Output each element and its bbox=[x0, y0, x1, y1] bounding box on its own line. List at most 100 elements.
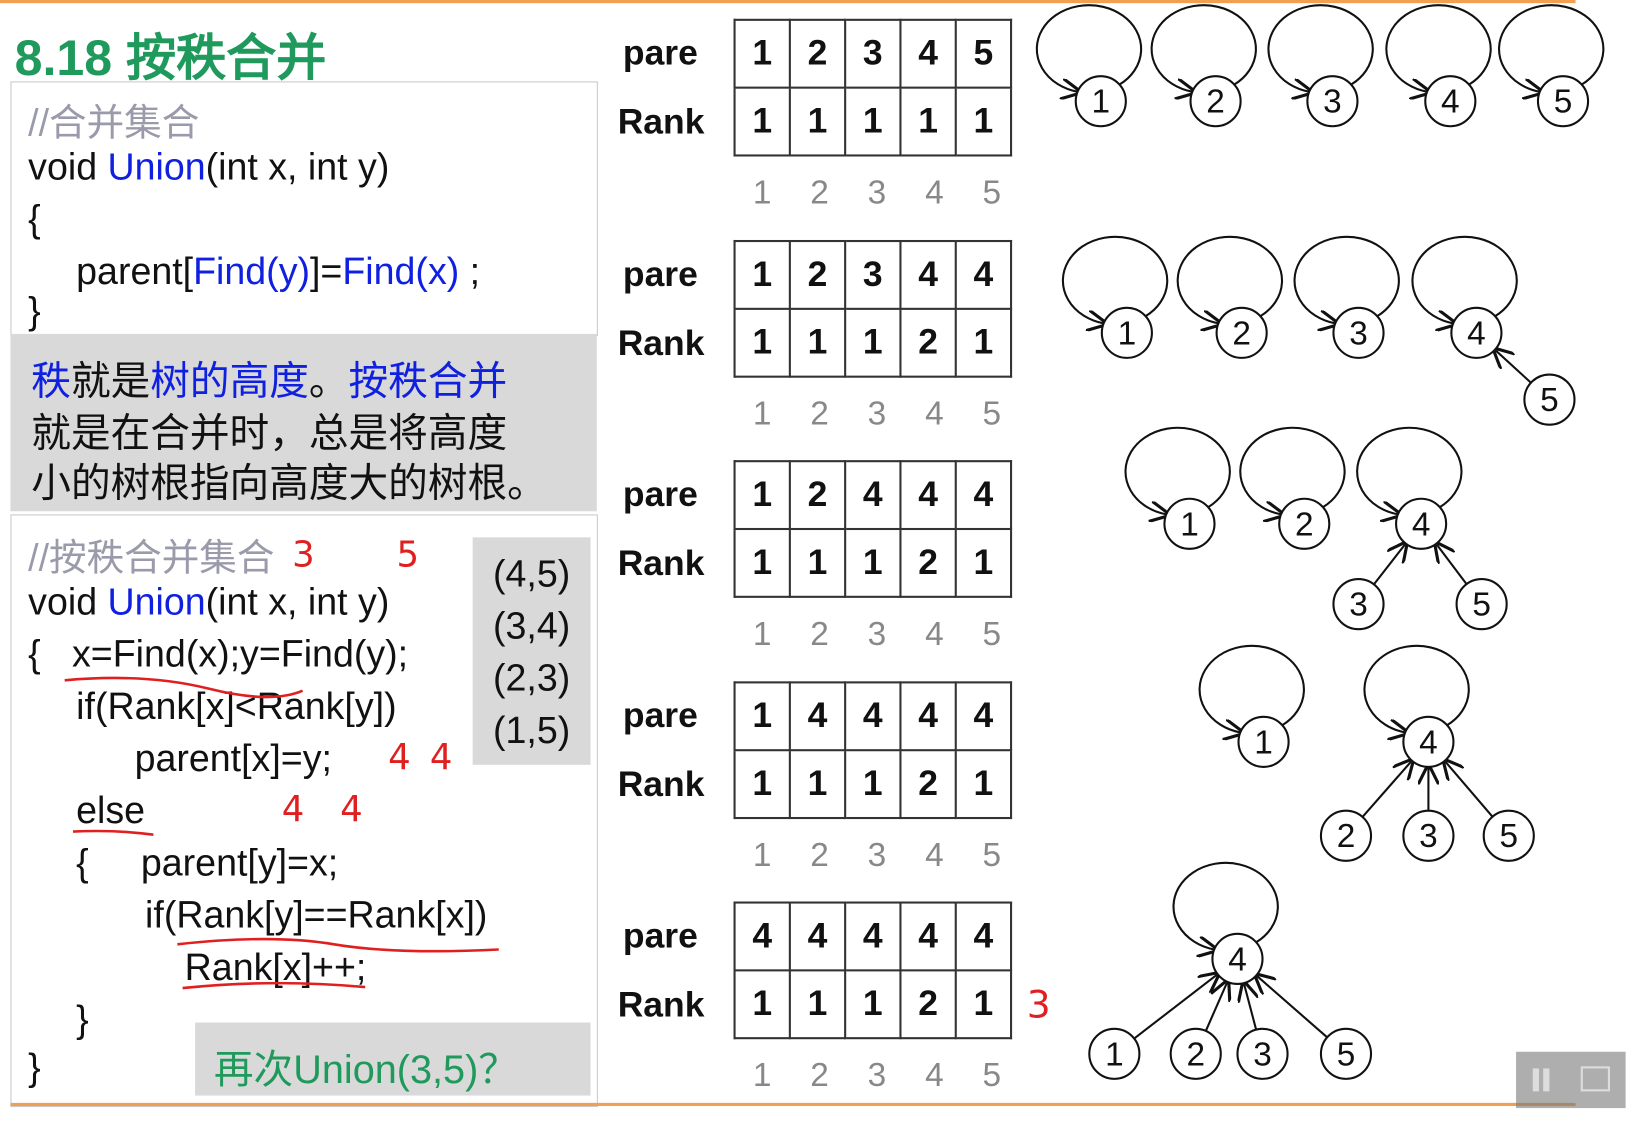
handwritten-note: 4 bbox=[340, 788, 363, 831]
self-loop-arrow bbox=[1198, 644, 1305, 733]
parent-cell: 4 bbox=[954, 680, 1013, 751]
handwritten-note: 3 bbox=[292, 534, 315, 576]
parent-cell: 4 bbox=[954, 460, 1013, 531]
parent-arrow bbox=[1373, 544, 1405, 586]
pair: (3,4) bbox=[492, 604, 571, 647]
row-label-parent: pare bbox=[622, 33, 698, 74]
index-label: 4 bbox=[925, 614, 944, 653]
picture-icon[interactable] bbox=[1580, 1066, 1610, 1092]
code-line: void Union(int x, int y) bbox=[28, 145, 389, 189]
handwritten-note: 4 bbox=[388, 736, 411, 779]
node-label: 2 bbox=[1232, 315, 1251, 352]
index-label: 1 bbox=[752, 393, 772, 432]
index-label: 4 bbox=[925, 173, 944, 211]
parent-cell: 3 bbox=[844, 239, 902, 310]
rank-cell: 2 bbox=[899, 527, 957, 598]
tree-node bbox=[1536, 75, 1590, 128]
parent-cell: 4 bbox=[954, 239, 1013, 310]
self-loop-arrow bbox=[1385, 4, 1492, 92]
rank-cell: 1 bbox=[844, 748, 902, 819]
bottom-accent-line bbox=[10, 1102, 1576, 1107]
tree-node bbox=[1332, 578, 1385, 631]
node-label: 4 bbox=[1228, 941, 1247, 978]
self-loop-arrow bbox=[1498, 4, 1605, 92]
code-line: { parent[y]=x; bbox=[76, 840, 339, 884]
video-controls[interactable] bbox=[1516, 1051, 1626, 1109]
node-label: 5 bbox=[1337, 1036, 1356, 1073]
node-label: 3 bbox=[1349, 587, 1368, 624]
rank-cell: 1 bbox=[844, 307, 902, 378]
index-label: 5 bbox=[982, 173, 1002, 211]
node-label: 1 bbox=[1105, 1036, 1124, 1073]
node-label: 3 bbox=[1349, 315, 1368, 352]
row-label-rank: Rank bbox=[617, 322, 705, 363]
index-label: 2 bbox=[810, 173, 829, 211]
parent-cell: 3 bbox=[844, 18, 902, 89]
parent-cell: 4 bbox=[899, 460, 957, 531]
code-token: parent[ bbox=[76, 249, 194, 293]
rank-cell: 1 bbox=[844, 969, 902, 1040]
code-line: { x=Find(x);y=Find(y); bbox=[28, 632, 409, 676]
tree-node bbox=[1169, 1027, 1222, 1080]
self-loop-arrow bbox=[1267, 4, 1374, 92]
pause-icon[interactable] bbox=[1532, 1068, 1540, 1092]
parent-cell: 4 bbox=[899, 901, 957, 972]
question-text: 再次Union(3,5)？ bbox=[213, 1048, 518, 1093]
row-label-parent: pare bbox=[622, 474, 698, 515]
rank-cell: 1 bbox=[899, 86, 957, 157]
rank-cell: 1 bbox=[788, 748, 847, 819]
rank-cell: 2 bbox=[899, 307, 957, 378]
code-comment: //按秩合并集合 bbox=[28, 536, 275, 580]
node-label: 1 bbox=[1254, 724, 1273, 761]
rank-cell: 2 bbox=[899, 969, 957, 1040]
index-label: 5 bbox=[982, 393, 1002, 432]
parent-cell: 4 bbox=[954, 901, 1013, 972]
explanation-line: 小的树根指向高度大的树根。 bbox=[31, 460, 547, 507]
rank-cell: 1 bbox=[954, 86, 1013, 157]
node-label: 3 bbox=[1323, 84, 1342, 121]
code-box-union: //合并集合 void Union(int x, int y) { parent… bbox=[10, 81, 598, 336]
self-loop-arrow bbox=[1150, 4, 1257, 92]
tree-node bbox=[1424, 75, 1477, 128]
slide-title: 8.18 按秩合并 bbox=[14, 31, 327, 87]
tree-node bbox=[1332, 306, 1385, 359]
index-label: 3 bbox=[867, 173, 887, 211]
tree-node bbox=[1395, 497, 1448, 550]
tree-node bbox=[1088, 1027, 1141, 1080]
code-token: void bbox=[28, 145, 108, 188]
rank-cell: 1 bbox=[788, 969, 847, 1040]
tree-node bbox=[1319, 1027, 1373, 1080]
handwritten-note: 3 bbox=[1026, 983, 1051, 1027]
node-label: 2 bbox=[1295, 506, 1314, 543]
handwritten-note: 4 bbox=[281, 788, 305, 831]
code-line: { bbox=[28, 197, 41, 240]
parent-cell: 4 bbox=[733, 901, 791, 972]
node-label: 5 bbox=[1540, 382, 1559, 419]
row-label-rank: Rank bbox=[617, 764, 705, 804]
node-label: 2 bbox=[1206, 84, 1225, 121]
code-token: Find(x) bbox=[342, 249, 460, 293]
code-token: Find(y) bbox=[193, 249, 310, 293]
code-line: if(Rank[y]==Rank[x]) bbox=[145, 893, 488, 936]
node-label: 5 bbox=[1554, 84, 1573, 121]
row-label-parent: pare bbox=[622, 695, 698, 736]
node-label: 4 bbox=[1412, 506, 1431, 543]
code-token: ; bbox=[459, 249, 481, 293]
index-label: 1 bbox=[752, 173, 772, 211]
index-label: 5 bbox=[982, 1055, 1002, 1094]
parent-arrow bbox=[1244, 984, 1256, 1030]
handwritten-note: 5 bbox=[396, 534, 420, 576]
node-label: 1 bbox=[1180, 506, 1199, 543]
question-box: 再次Union(3,5)？ bbox=[195, 1022, 591, 1096]
parent-cell: 4 bbox=[899, 18, 957, 89]
text: 树的高度 bbox=[150, 357, 309, 404]
code-token: (int x, int y) bbox=[205, 145, 390, 188]
parent-cell: 4 bbox=[899, 239, 957, 310]
handwritten-note: 4 bbox=[429, 736, 453, 779]
